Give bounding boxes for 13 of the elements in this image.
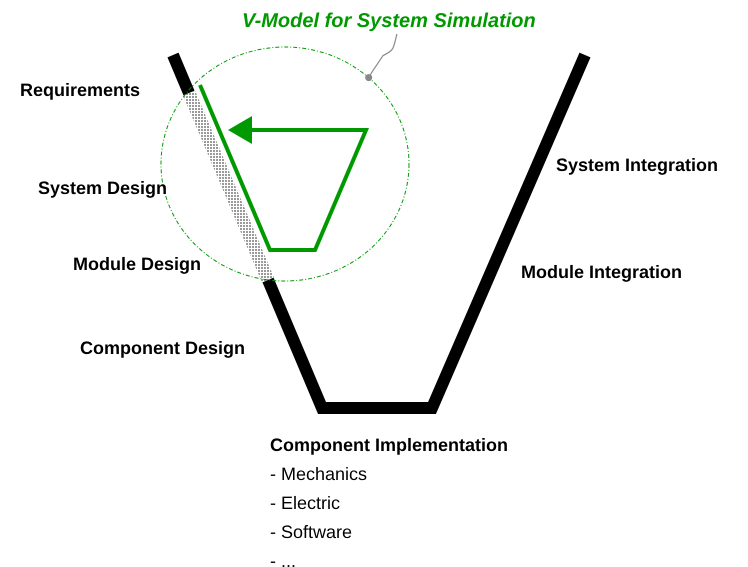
list-item: - Electric [270,493,340,513]
phase-label: System Integration [556,155,718,175]
phase-label: Component Implementation [270,435,508,455]
leader-line [365,34,398,82]
phase-label: Module Integration [521,262,682,282]
phase-label: System Design [38,178,168,198]
callout-title: V-Model for System Simulation [242,10,536,32]
list-item: - Software [270,522,352,542]
phase-label: Requirements [20,80,140,100]
list-item: - Mechanics [270,464,368,484]
phase-label: Module Design [73,254,202,274]
list-item: - ... [270,551,296,567]
phase-label: Component Design [80,338,245,358]
